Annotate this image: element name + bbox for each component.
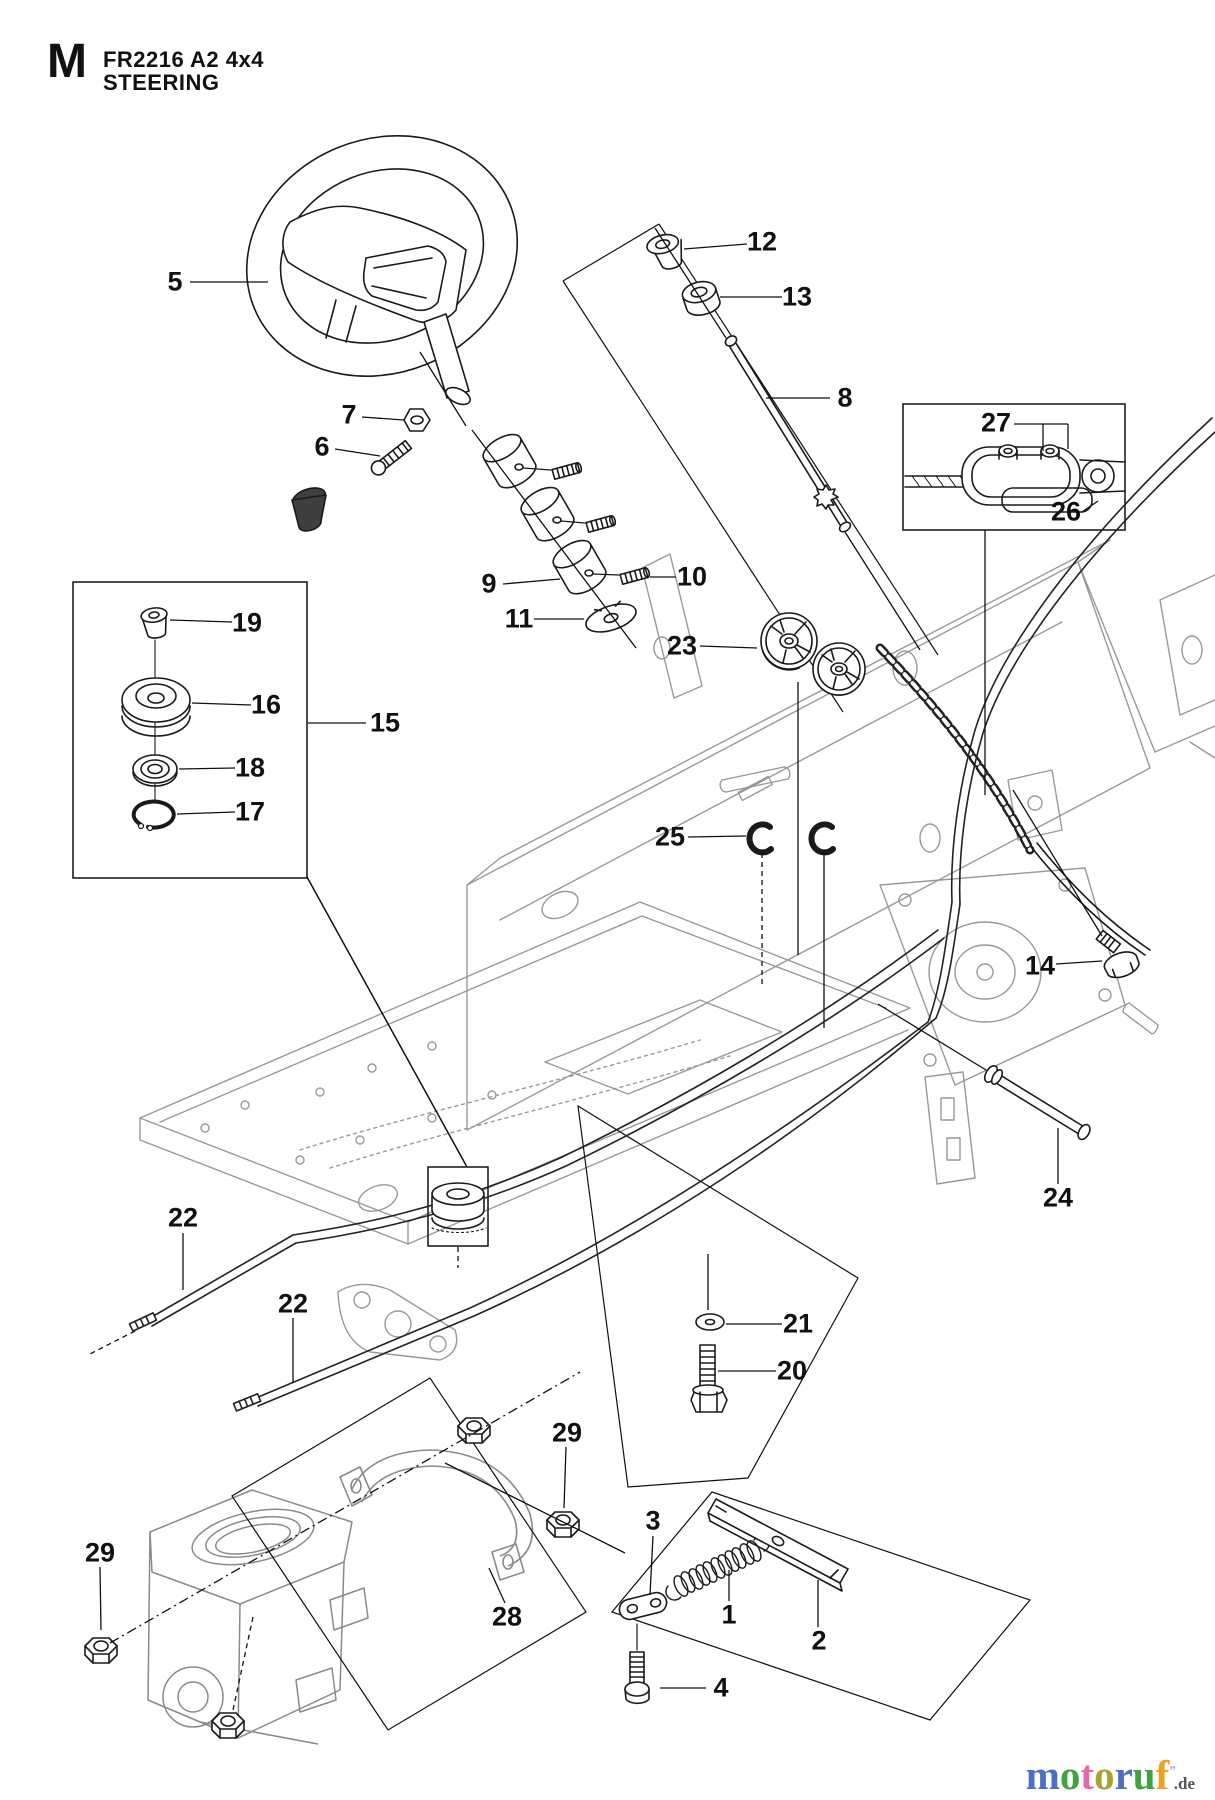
bearing-assembly-15	[121, 607, 191, 832]
set-screw-10b	[585, 514, 617, 533]
link-plate-3	[618, 1591, 668, 1621]
callout-19: 19	[231, 607, 263, 638]
logo-suffix: .de	[1173, 1774, 1195, 1793]
callout-29a: 29	[84, 1537, 116, 1568]
e-clip-25b	[808, 821, 836, 856]
callout-26: 26	[1050, 496, 1082, 527]
chain-link-detail	[904, 444, 1126, 513]
logo-letter: t	[1080, 1752, 1095, 1798]
bushing-12	[646, 233, 683, 270]
callout-29b: 29	[551, 1417, 583, 1448]
parts	[84, 135, 1215, 1739]
callout-7: 7	[341, 399, 357, 430]
logo-letter: f	[1155, 1752, 1170, 1798]
clamp-bracket-28	[339, 1449, 534, 1581]
washer-21	[695, 1313, 725, 1331]
callout-4: 4	[713, 1672, 729, 1703]
pulley-23a	[760, 612, 818, 671]
callout-2: 2	[811, 1625, 827, 1656]
logo-marks: ”	[1169, 1762, 1175, 1778]
coupler-9a	[482, 433, 537, 489]
leader-lines	[89, 227, 1103, 1711]
steering-cables	[128, 417, 1215, 1412]
callout-16: 16	[250, 689, 282, 720]
e-clip-25a	[746, 821, 774, 856]
steering-gear-housing	[147, 1489, 369, 1745]
callout-22b: 22	[277, 1288, 309, 1319]
callout-27: 27	[980, 407, 1012, 438]
callout-10: 10	[676, 561, 708, 592]
callout-11: 11	[504, 603, 534, 634]
chassis-frame	[139, 539, 1215, 1361]
callout-18: 18	[234, 752, 266, 783]
logo-letter: m	[1025, 1752, 1060, 1798]
logo-letter: u	[1132, 1752, 1156, 1798]
section-letter: M	[47, 35, 87, 88]
callout-14: 14	[1024, 950, 1056, 981]
callout-20: 20	[776, 1355, 808, 1386]
set-screw-10c	[619, 566, 651, 585]
coupler-hole	[514, 463, 524, 471]
adjuster-bar-2	[707, 1498, 849, 1592]
logo-letter: o	[1094, 1752, 1115, 1798]
steering-rod-8	[724, 335, 852, 533]
callout-23: 23	[666, 630, 698, 661]
callout-22a: 22	[167, 1202, 199, 1233]
callout-6: 6	[314, 431, 330, 462]
callout-25: 25	[654, 821, 686, 852]
callout-8: 8	[837, 382, 853, 413]
column-screw-6	[370, 439, 413, 476]
callout-15: 15	[369, 707, 401, 738]
detail-boxes	[72, 403, 1126, 1247]
bolt-20	[690, 1344, 728, 1413]
bolt-4	[624, 1623, 650, 1705]
column-nut-7	[403, 408, 431, 432]
chain	[875, 643, 1151, 956]
header: M FR2216 A2 4x4 STEERING	[47, 35, 264, 96]
model-title: FR2216 A2 4x4	[102, 47, 264, 72]
frame-bushing	[431, 1182, 487, 1234]
callout-5: 5	[167, 266, 183, 297]
callout-1: 1	[721, 1599, 737, 1630]
callout-3: 3	[645, 1505, 661, 1536]
bolt-14	[1095, 929, 1140, 979]
spring-1	[665, 1534, 770, 1601]
callout-9: 9	[481, 568, 497, 599]
nut-29a	[84, 1637, 118, 1664]
callout-21: 21	[782, 1308, 814, 1339]
tie-rod-24	[983, 1065, 1091, 1141]
nut-29c	[457, 1417, 491, 1444]
nut-29d	[211, 1712, 245, 1739]
steering-wheel	[245, 135, 519, 406]
callout-17: 17	[234, 796, 266, 827]
pulley-23b	[812, 642, 866, 696]
set-screw-10a	[551, 461, 583, 480]
section-title: STEERING	[102, 70, 220, 96]
callout-12: 12	[746, 226, 778, 257]
column-cap	[291, 487, 327, 532]
washer-11	[585, 600, 637, 633]
motoruf-logo: motoruf”.de	[1026, 1755, 1195, 1796]
callout-28: 28	[491, 1601, 523, 1632]
callout-13: 13	[781, 281, 813, 312]
logo-letter: r	[1114, 1752, 1133, 1798]
logo-letter: o	[1059, 1752, 1081, 1798]
callout-24: 24	[1042, 1182, 1074, 1213]
coupler-9b	[520, 486, 575, 542]
bushing-13	[681, 280, 721, 316]
